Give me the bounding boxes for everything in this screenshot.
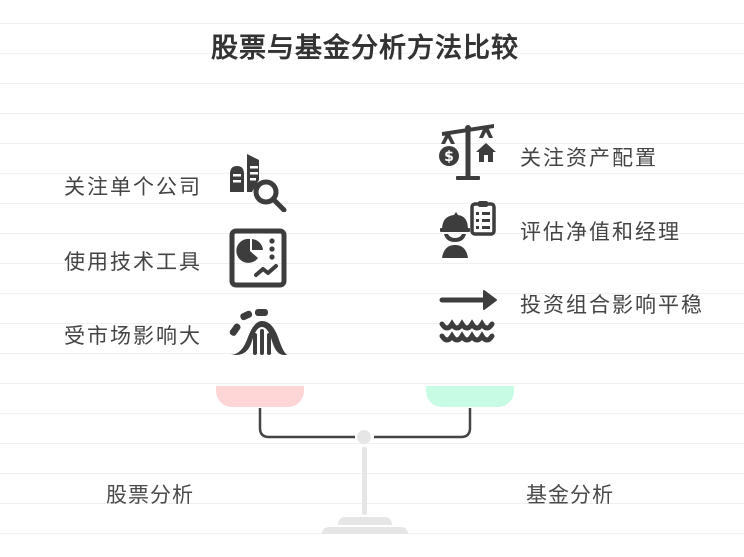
market-wave-icon xyxy=(228,305,288,365)
svg-text:$: $ xyxy=(444,149,454,165)
stock-item-label: 关注单个公司 xyxy=(64,175,202,199)
manager-clipboard-icon xyxy=(438,198,498,258)
stock-item-label: 受市场影响大 xyxy=(64,324,202,348)
arrow-waves-icon xyxy=(438,288,498,348)
stock-item-label: 使用技术工具 xyxy=(64,250,202,274)
stock-pan xyxy=(216,386,304,407)
fund-item-label: 投资组合影响平稳 xyxy=(520,293,704,317)
balance-money-house-icon: $ xyxy=(438,122,498,182)
page-title: 股票与基金分析方法比较 xyxy=(211,33,519,64)
fund-analysis-label: 基金分析 xyxy=(526,483,614,507)
fund-pan xyxy=(426,386,514,407)
fund-item-label: 关注资产配置 xyxy=(520,146,658,170)
stock-analysis-label: 股票分析 xyxy=(106,483,194,507)
fund-item-label: 评估净值和经理 xyxy=(520,220,681,244)
building-search-icon xyxy=(228,152,288,212)
chart-dashboard-icon xyxy=(228,228,288,288)
